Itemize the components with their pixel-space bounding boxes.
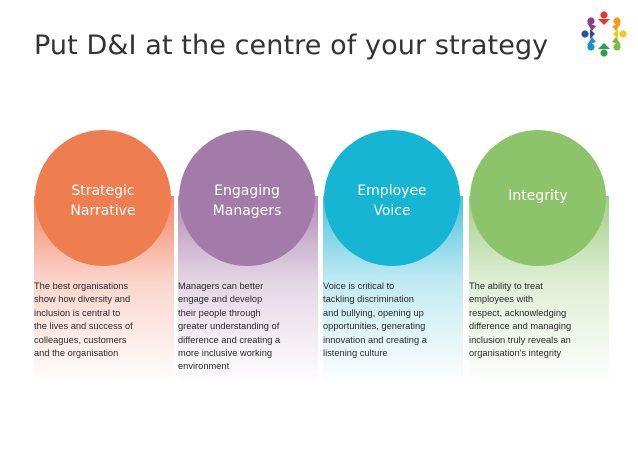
pillar-description: Voice is critical to tackling discrimina… <box>323 281 427 359</box>
pillar-heading: Strategic Narrative <box>70 183 136 219</box>
pillar-circle <box>179 130 315 266</box>
pillar-heading: Employee Voice <box>357 183 427 219</box>
pillar-strategic-narrative: Strategic Narrative The best organisatio… <box>34 130 174 386</box>
slide-title: Put D&I at the centre of your strategy <box>34 30 549 61</box>
pillar-employee-voice: Employee Voice Voice is critical to tack… <box>323 130 463 386</box>
pillar-circle <box>470 130 606 266</box>
pillar-description: The ability to treat employees with resp… <box>469 281 572 359</box>
pillar-engaging-managers: Engaging Managers Managers can better en… <box>178 130 318 386</box>
pillar-integrity: Integrity The ability to treat employees… <box>469 130 609 386</box>
people-circle-logo-icon <box>581 11 627 57</box>
pillar-circle <box>324 130 460 266</box>
pillar-heading: Integrity <box>508 188 568 204</box>
pillar-description: The best organisations show how diversit… <box>34 281 133 359</box>
pillar-circle <box>35 130 171 266</box>
pillar-description: Managers can better engage and develop t… <box>178 281 281 372</box>
pillar-heading: Engaging Managers <box>212 183 282 219</box>
